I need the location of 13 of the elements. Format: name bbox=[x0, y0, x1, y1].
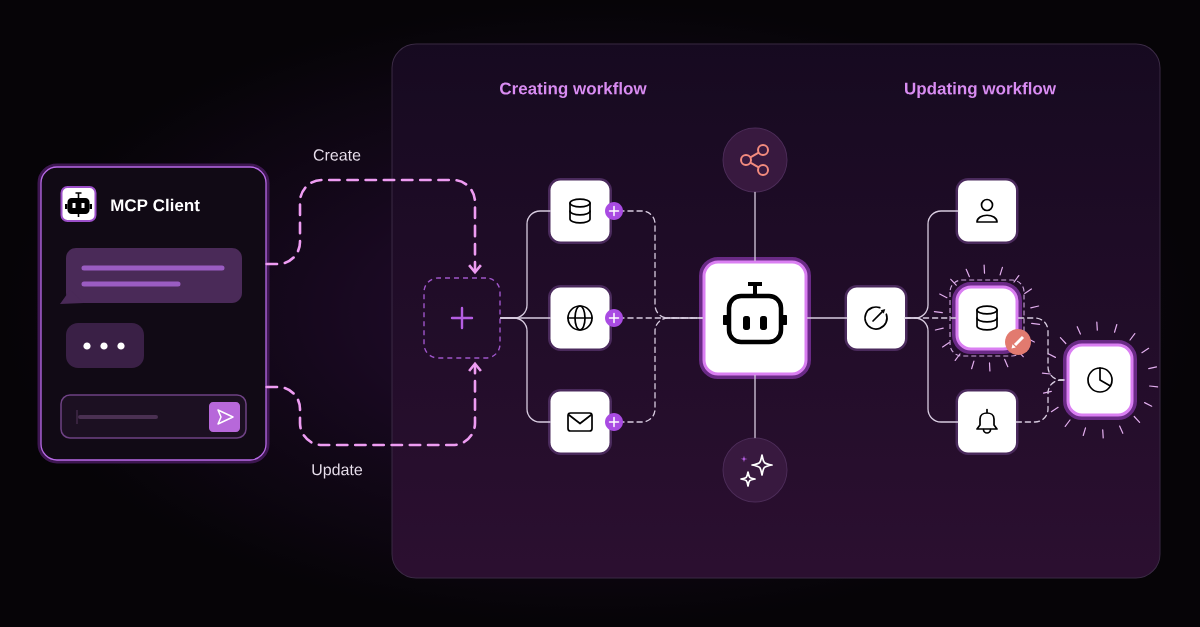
section-heading: Creating workflow bbox=[500, 82, 647, 98]
connector-line bbox=[754, 191, 756, 262]
connector-line bbox=[904, 317, 959, 423]
edge-label: Create bbox=[313, 149, 361, 161]
connector-line bbox=[500, 317, 551, 423]
connector-line bbox=[806, 317, 848, 319]
dashed-arrow bbox=[265, 361, 482, 447]
connector-line bbox=[754, 374, 756, 439]
edge-label: Update bbox=[312, 463, 363, 479]
section-heading: Updating workflow bbox=[905, 82, 1057, 98]
window-title: MCP Client bbox=[111, 198, 200, 212]
dashed-arrow bbox=[265, 178, 482, 275]
dashed-connector bbox=[1017, 317, 1068, 381]
